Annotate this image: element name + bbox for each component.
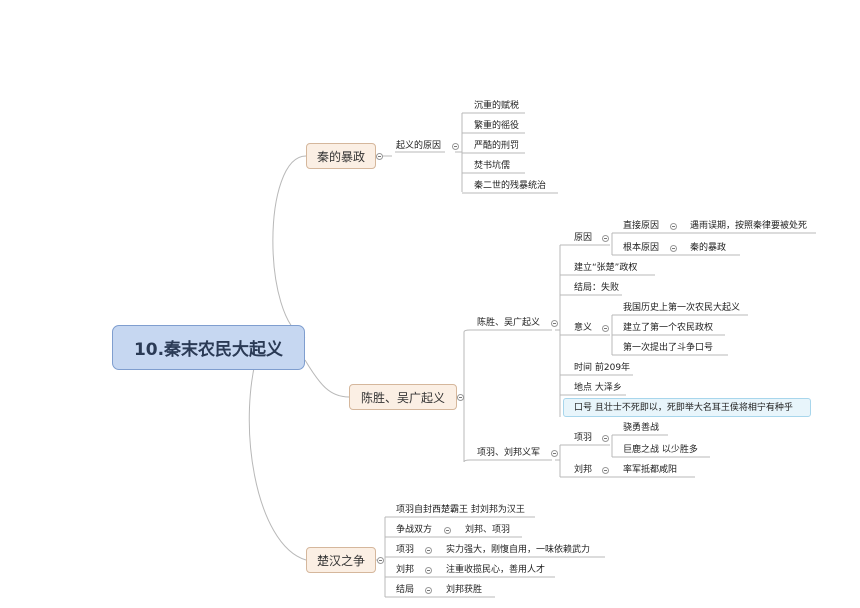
collapse-icon[interactable]	[425, 587, 432, 594]
leaf-root-cause-detail[interactable]: 秦的暴政	[690, 243, 727, 253]
node-liubang[interactable]: 刘邦	[574, 465, 593, 475]
collapse-icon[interactable]	[670, 245, 677, 252]
collapse-icon[interactable]	[551, 450, 558, 457]
leaf-meaning-1[interactable]: 我国历史上第一次农民大起义	[623, 303, 741, 313]
leaf-burn-books[interactable]: 焚书坑儒	[474, 161, 511, 171]
selected-node-highlight	[563, 398, 811, 417]
leaf-harsh-law[interactable]: 严酷的刑罚	[474, 141, 520, 151]
collapse-icon[interactable]	[377, 557, 384, 564]
node-establish-regime[interactable]: 建立“张楚”政权	[574, 263, 638, 273]
collapse-icon[interactable]	[670, 223, 677, 230]
node-cause[interactable]: 原因	[574, 233, 593, 243]
node-uprising-cause[interactable]: 起义的原因	[396, 141, 442, 151]
collapse-icon[interactable]	[602, 467, 609, 474]
leaf-war-parties-detail[interactable]: 刘邦、项羽	[465, 525, 511, 535]
leaf-liubang-detail[interactable]: 注重收揽民心，善用人才	[446, 565, 546, 575]
collapse-icon[interactable]	[425, 547, 432, 554]
node-chuhan-result[interactable]: 结局	[396, 585, 415, 595]
collapse-icon[interactable]	[444, 527, 451, 534]
node-place[interactable]: 地点 大泽乡	[574, 383, 622, 393]
node-xiangyu-king[interactable]: 项羽自封西楚霸王 封刘邦为汉王	[396, 505, 525, 515]
node-xiangyu[interactable]: 项羽	[574, 433, 593, 443]
node-slogan[interactable]: 口号 且壮士不死即以，死即举大名耳王侯将相宁有种乎	[574, 403, 793, 413]
collapse-icon[interactable]	[551, 320, 558, 327]
collapse-icon[interactable]	[452, 143, 459, 150]
leaf-heavy-labor[interactable]: 繁重的徭役	[474, 121, 520, 131]
leaf-result-detail[interactable]: 刘邦获胜	[446, 585, 483, 595]
node-chuhan-xiangyu[interactable]: 项羽	[396, 545, 415, 555]
node-time[interactable]: 时间 前209年	[574, 363, 631, 373]
collapse-icon[interactable]	[602, 325, 609, 332]
topic-chu-han[interactable]: 楚汉之争	[306, 547, 376, 573]
leaf-xiangyu-brave[interactable]: 骁勇善战	[623, 423, 660, 433]
collapse-icon[interactable]	[602, 435, 609, 442]
node-root-cause[interactable]: 根本原因	[623, 243, 660, 253]
node-direct-cause[interactable]: 直接原因	[623, 221, 660, 231]
central-topic[interactable]: 10.秦末农民大起义	[112, 325, 305, 370]
node-chensheng-uprising[interactable]: 陈胜、吴广起义	[477, 318, 541, 328]
collapse-icon[interactable]	[376, 153, 383, 160]
collapse-icon[interactable]	[602, 235, 609, 242]
leaf-meaning-3[interactable]: 第一次提出了斗争口号	[623, 343, 714, 353]
topic-chensheng-wuguang[interactable]: 陈胜、吴广起义	[349, 384, 457, 410]
node-xiangyu-liubang-army[interactable]: 项羽、刘邦义军	[477, 448, 541, 458]
leaf-liubang-xianyang[interactable]: 率军抵都咸阳	[623, 465, 678, 475]
leaf-qin-ershi[interactable]: 秦二世的残暴统治	[474, 181, 547, 191]
node-chuhan-liubang[interactable]: 刘邦	[396, 565, 415, 575]
collapse-icon[interactable]	[425, 567, 432, 574]
collapse-icon[interactable]	[457, 394, 464, 401]
leaf-heavy-tax[interactable]: 沉重的赋税	[474, 101, 520, 111]
node-meaning[interactable]: 意义	[574, 323, 593, 333]
node-war-parties[interactable]: 争战双方	[396, 525, 433, 535]
leaf-direct-cause-detail[interactable]: 遇雨误期，按照秦律要被处死	[690, 221, 808, 231]
leaf-xiangyu-detail[interactable]: 实力强大，刚愎自用，一味依赖武力	[446, 545, 591, 555]
topic-qin-tyranny[interactable]: 秦的暴政	[306, 143, 376, 169]
leaf-julu-battle[interactable]: 巨鹿之战 以少胜多	[623, 445, 698, 455]
leaf-meaning-2[interactable]: 建立了第一个农民政权	[623, 323, 714, 333]
node-result[interactable]: 结局：失败	[574, 283, 620, 293]
